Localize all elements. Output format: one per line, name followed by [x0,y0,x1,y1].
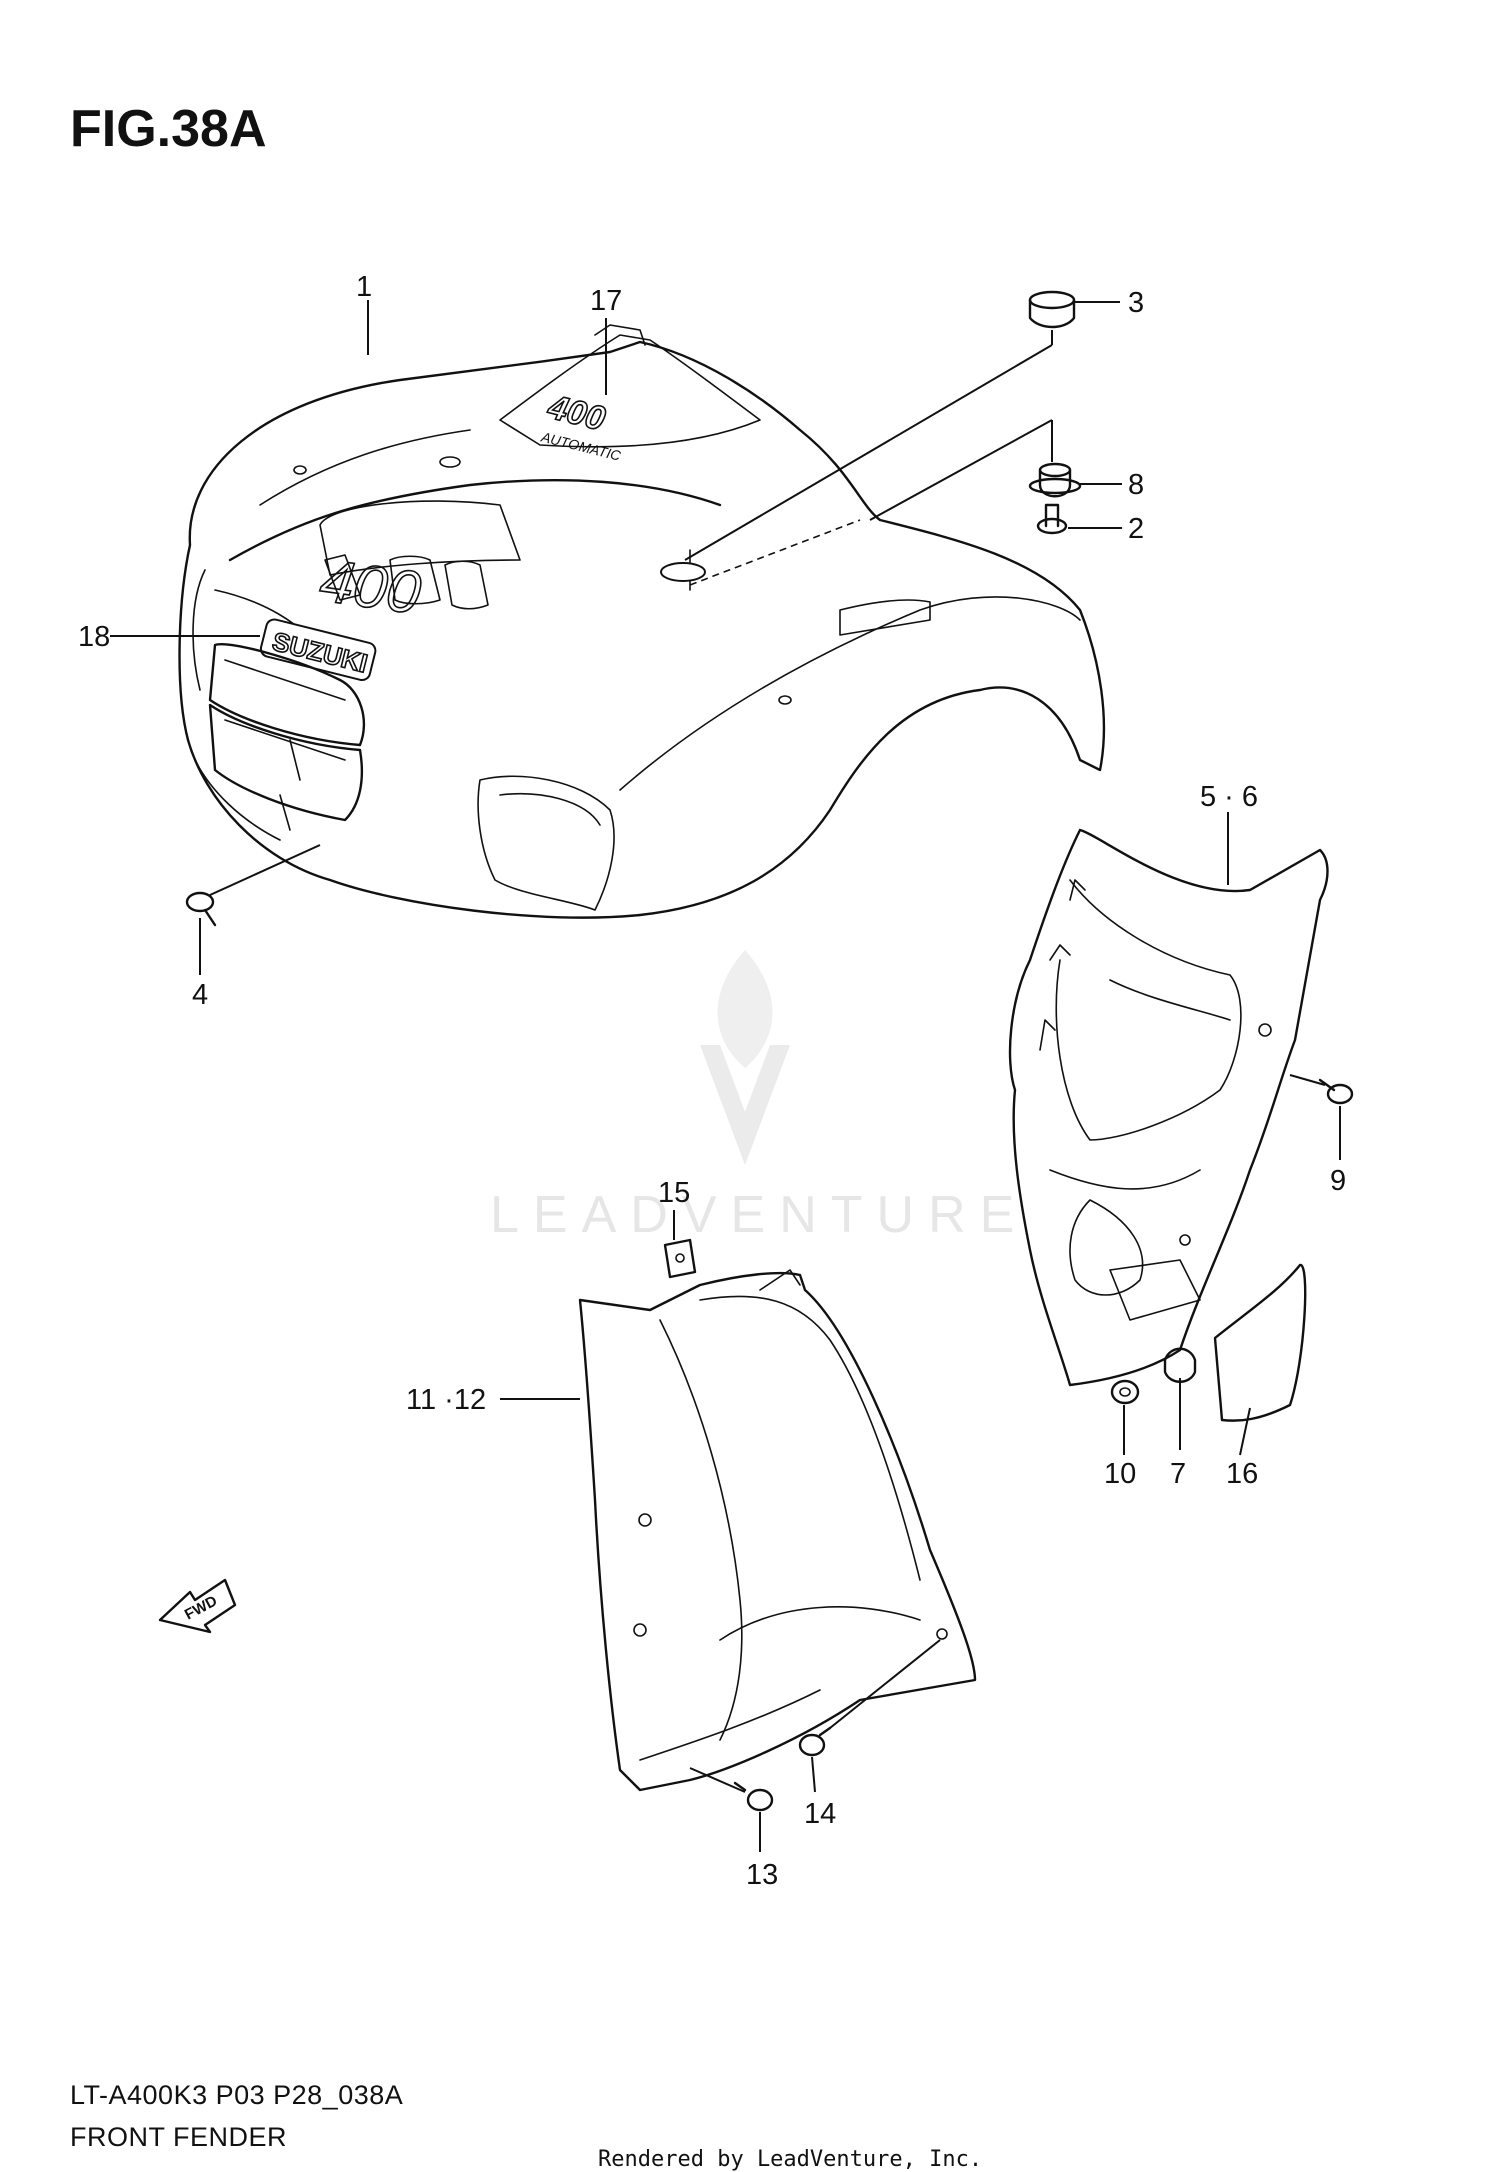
callout-3: 3 [1128,287,1144,319]
callout-8: 8 [1128,469,1144,501]
callout-16: 16 [1226,1458,1258,1490]
hood-number-400: 400 [316,547,424,627]
screw-part-14 [798,1726,832,1757]
leader-lines [110,300,1341,1852]
callout-9: 9 [1330,1165,1346,1197]
leadventure-watermark: LEADVENTURE [490,950,1028,1244]
bolt-part-2 [1036,503,1068,535]
bolt-part-9 [1318,1078,1354,1105]
collar-part-8 [1028,462,1082,498]
callout-10: 10 [1104,1458,1136,1490]
washer-part-10 [1110,1379,1140,1405]
nut-part-15 [663,1238,697,1279]
grommet-part-7 [1163,1347,1197,1383]
callout-2: 2 [1128,513,1144,545]
front-fender-part-1: 400 400 AUTOMATIC SUZUKI [178,324,1106,919]
callout-5-6: 5 · 6 [1200,781,1258,813]
callout-4: 4 [192,979,208,1011]
screw-part-13 [733,1781,774,1812]
render-credit: Rendered by LeadVenture, Inc. [598,2147,982,2172]
callout-14: 14 [804,1798,836,1830]
section-name: FRONT FENDER [70,2122,287,2152]
callout-15: 15 [658,1177,690,1209]
model-code: LT-A400K3 P03 P28_038A [70,2080,403,2110]
forward-direction-arrow: FWD [158,1578,237,1634]
callout-11-12: 11 ·12 [406,1384,486,1416]
callout-7: 7 [1170,1458,1186,1490]
callout-18: 18 [78,621,110,653]
figure-title: FIG.38A [70,100,267,158]
screw-part-4 [185,891,217,927]
callout-13: 13 [746,1859,778,1891]
inner-fender-part-5-6 [1008,828,1329,1387]
inner-panel-part-11-12 [578,1269,977,1792]
watermark-text: LEADVENTURE [490,1186,1028,1244]
callout-1: 1 [356,271,372,303]
callout-17: 17 [590,285,622,317]
cover-part-16 [1213,1263,1307,1422]
grommet-part-3 [1028,290,1076,329]
